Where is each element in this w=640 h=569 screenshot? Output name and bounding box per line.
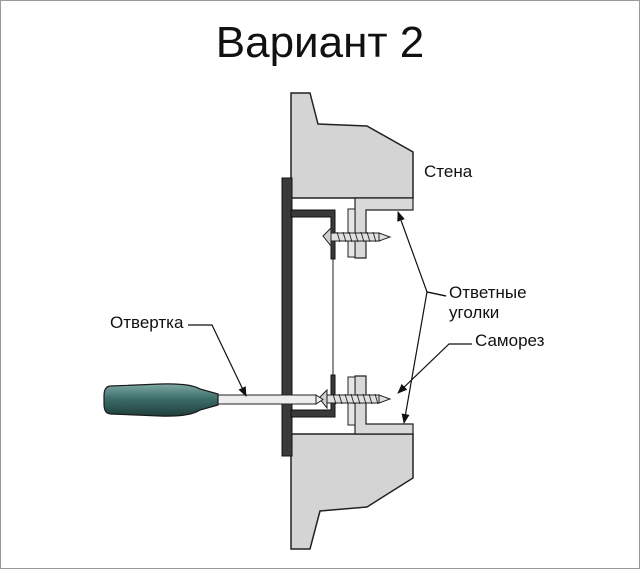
lower-wall-block: [290, 433, 414, 550]
door-frame-plate: [281, 177, 293, 457]
upper-screw: [322, 226, 392, 248]
upper-wall-block: [290, 92, 414, 199]
screw-label: Саморез: [475, 331, 545, 350]
lower-counter-angle: [354, 375, 414, 435]
leader-counter-angles-upper: [397, 211, 447, 297]
wall-label: Стена: [424, 162, 473, 181]
leader-screw: [397, 343, 472, 394]
diagram-title: Вариант 2: [215, 18, 425, 67]
counter-angles-label-line2: уголки: [449, 303, 500, 322]
screwdriver-handle: [103, 383, 219, 417]
screwdriver: [103, 383, 324, 417]
upper-frame-angle: [290, 209, 336, 260]
leader-lines: [188, 211, 472, 424]
lower-frame-angle: [290, 374, 336, 418]
counter-angles-label-line1: Ответные: [449, 283, 527, 302]
leader-screwdriver: [188, 324, 247, 397]
upper-counter-angle: [354, 197, 414, 259]
screwdriver-shaft: [217, 394, 317, 405]
screwdriver-label: Отвертка: [110, 313, 184, 332]
leader-counter-angles-lower: [401, 291, 447, 424]
counter-angles-label: Ответные уголки: [449, 283, 527, 323]
